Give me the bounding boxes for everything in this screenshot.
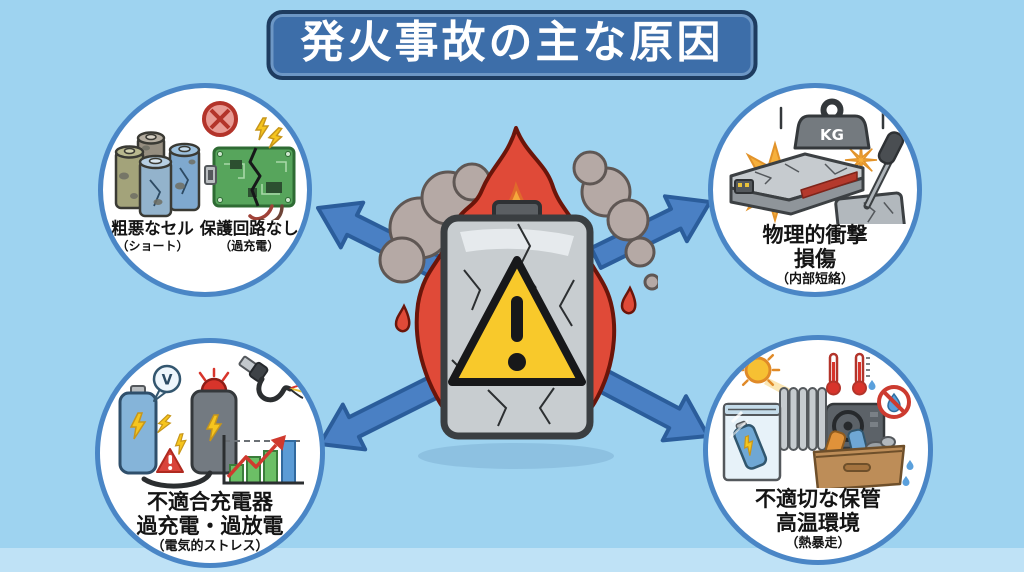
cause-label: 物理的衝撃 [762,223,868,247]
voltage-label: V [162,373,173,389]
cause-note: （内部短絡） [775,271,854,287]
cause-label: 保護回路なし [199,219,299,238]
storage-box-icon [812,428,914,488]
cause-label: 粗悪なセル [111,219,194,238]
cause-labels: 物理的衝撃 損傷 （内部短絡） [762,223,868,288]
cause-labels: 不適切な保管 高温環境 （熱暴走） [755,487,881,552]
ziplock-bag-icon [722,402,782,482]
no-water-icon [868,380,911,419]
cause-label: 不適切な保管 [755,487,881,511]
charger-art: V [118,355,307,489]
no-entry-icon [202,101,238,137]
rising-chart-icon [222,435,304,485]
cause-label: 損傷 [794,246,836,271]
cause-label: 高温環境 [776,510,860,535]
cause-label: 過充電・過放電 [136,513,284,538]
crushed-battery-icon [729,152,865,216]
cause-circle-physical-impact: KG 物理的衝撃 損傷 （内部短絡） [708,83,922,297]
cause-circle-improper-storage: 不適切な保管 高温環境 （熱暴走） [703,335,933,565]
defective-cells-art [114,101,296,220]
cause-note: （過充電） [219,238,280,253]
cause-note: （ショート） [116,238,189,253]
storage-art [722,348,914,488]
thermometer-icon [826,352,870,396]
cause-circle-defective-cells: 粗悪なセル （ショート） 保護回路なし （過充電） [98,83,312,297]
physical-impact-art: KG [729,98,906,224]
cause-note: （熱暴走） [785,535,851,551]
warning-triangle-icon [156,448,184,473]
voltage-bubble-icon: V [152,364,182,402]
damaged-battery-cells-icon [114,131,201,218]
burning-battery-illustration [378,126,658,469]
kg-weight-label: KG [820,126,844,144]
radiator-icon [779,387,827,451]
battery-icon [118,385,158,475]
battery-shadow [418,443,614,469]
kg-weight-icon: KG [793,98,871,150]
screwdriver-icon [863,131,905,210]
cause-note: （電気的ストレス） [151,538,269,554]
cause-labels: 粗悪なセル （ショート） 保護回路なし （過充電） [111,219,299,253]
cause-label: 不適合充電器 [147,490,273,514]
smoke-icon [378,150,658,291]
broken-protection-circuit-icon [204,146,296,220]
title-banner: 発火事故の主な原因 [266,10,758,81]
warning-triangle-icon [448,256,586,386]
lightning-icon [157,414,187,455]
lightning-icon [254,117,284,149]
page-title: 発火事故の主な原因 [300,17,724,68]
cause-labels: 不適合充電器 過充電・過放電 （電気的ストレス） [136,490,284,555]
cause-circle-incompatible-charger: V [95,338,325,568]
frayed-cable-icon [238,355,307,403]
